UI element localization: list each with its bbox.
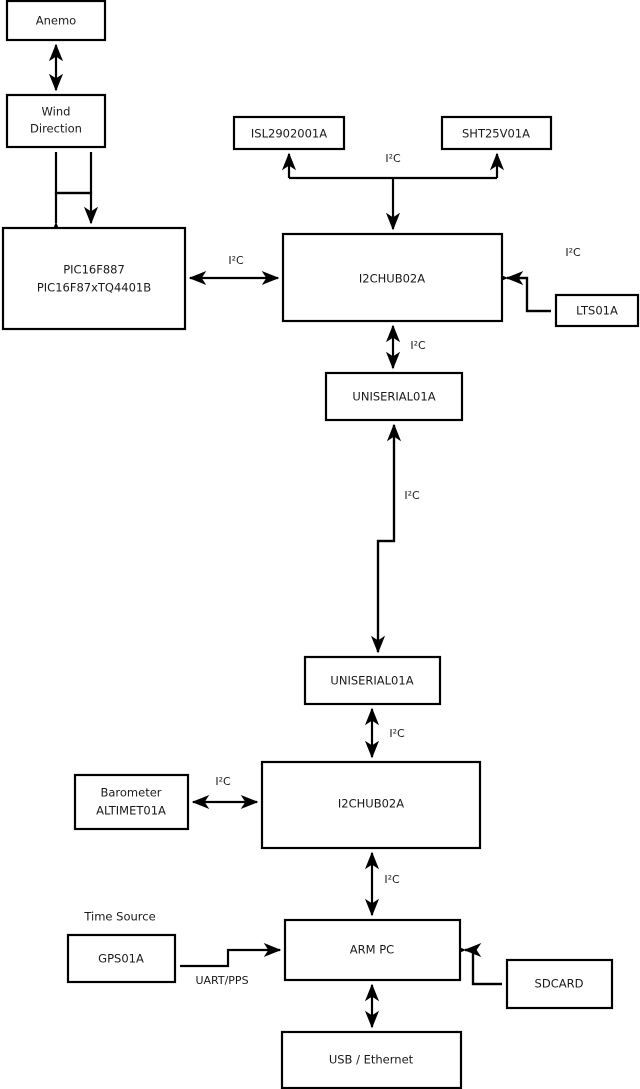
node-pic-label-2: PIC16F87xTQ4401B bbox=[37, 281, 151, 295]
node-uniserial01a-bottom-label: UNISERIAL01A bbox=[330, 674, 413, 688]
node-i2chub02a-top-box[interactable] bbox=[281, 232, 504, 323]
node-i2chub02a-bottom[interactable]: I2CHUB02A bbox=[260, 760, 482, 850]
edge-label-gps-armpc: UART/PPS bbox=[195, 974, 248, 987]
edge-hubtop-lts-out bbox=[490, 270, 551, 313]
node-anemo[interactable]: Anemo bbox=[5, 0, 107, 42]
node-barometer-box[interactable] bbox=[73, 773, 190, 831]
node-pic[interactable]: PIC16F887 PIC16F87xTQ4401B bbox=[1, 226, 187, 331]
edge-wind-pic-b bbox=[54, 152, 99, 225]
node-i2chub02a-bottom-box[interactable] bbox=[260, 760, 482, 850]
edge-armpc-sdcard-out bbox=[448, 942, 502, 986]
edge-label-unitop-unibot: I²C bbox=[404, 489, 420, 502]
node-wind-direction-label-1: Wind bbox=[42, 105, 71, 119]
node-lts01a-box[interactable] bbox=[554, 293, 640, 328]
node-sdcard[interactable]: SDCARD bbox=[505, 958, 614, 1010]
node-isl2902001a-label: ISL2902001A bbox=[251, 127, 327, 141]
node-lts01a-label: LTS01A bbox=[576, 304, 618, 318]
node-i2chub02a-top-label: I2CHUB02A bbox=[359, 272, 425, 286]
node-gps01a-label: GPS01A bbox=[98, 952, 144, 966]
node-arm-pc[interactable]: ARM PC bbox=[283, 918, 462, 982]
node-usb-ethernet[interactable]: USB / Ethernet bbox=[280, 1030, 463, 1089]
node-i2chub02a-bottom-label: I2CHUB02A bbox=[338, 797, 404, 811]
node-sht25v01a-label: SHT25V01A bbox=[462, 127, 530, 141]
node-anemo-label: Anemo bbox=[36, 14, 76, 28]
node-isl2902001a-box[interactable] bbox=[232, 115, 346, 151]
node-uniserial01a-bottom[interactable]: UNISERIAL01A bbox=[303, 655, 442, 706]
edge-unitop-unibot-down bbox=[370, 425, 396, 654]
node-pic-label-1: PIC16F887 bbox=[63, 263, 125, 277]
node-barometer[interactable]: Barometer ALTIMET01A bbox=[73, 773, 190, 831]
node-uniserial01a-top-box[interactable] bbox=[324, 371, 464, 422]
edge-label-baro-hubbot: I²C bbox=[215, 775, 231, 788]
node-arm-pc-box[interactable] bbox=[283, 918, 462, 982]
node-uniserial01a-top-label: UNISERIAL01A bbox=[352, 390, 435, 404]
node-sht25v01a[interactable]: SHT25V01A bbox=[440, 115, 553, 151]
annotation-time-source: Time Source bbox=[83, 910, 155, 924]
edge-label-hubtop-bus: I²C bbox=[385, 152, 401, 165]
node-sdcard-label: SDCARD bbox=[535, 977, 584, 991]
node-sdcard-box[interactable] bbox=[505, 958, 614, 1010]
edge-labels-layer: I²C I²C I²C I²C I²C I²C I²C I²C UART/PPS bbox=[195, 152, 581, 987]
node-wind-direction-box[interactable] bbox=[5, 93, 107, 149]
node-i2chub02a-top[interactable]: I2CHUB02A bbox=[281, 232, 504, 323]
annotations-layer: Time Source bbox=[83, 910, 155, 924]
node-wind-direction[interactable]: Wind Direction bbox=[5, 93, 107, 149]
node-usb-ethernet-box[interactable] bbox=[280, 1030, 463, 1089]
node-lts01a[interactable]: LTS01A bbox=[554, 293, 640, 328]
edge-armpc-sdcard-in bbox=[463, 942, 502, 986]
node-isl2902001a[interactable]: ISL2902001A bbox=[232, 115, 346, 151]
node-wind-direction-label-2: Direction bbox=[30, 122, 82, 136]
node-uniserial01a-bottom-box[interactable] bbox=[303, 655, 442, 706]
edge-label-hubbot-armpc: I²C bbox=[384, 873, 400, 886]
edge-label-unibot-hubbot: I²C bbox=[389, 727, 405, 740]
node-arm-pc-label: ARM PC bbox=[350, 943, 394, 957]
edge-unitop-unibot-up bbox=[376, 423, 402, 652]
node-barometer-label-2: ALTIMET01A bbox=[96, 804, 166, 818]
node-barometer-label-1: Barometer bbox=[100, 786, 161, 800]
edges-layer bbox=[48, 43, 551, 1029]
node-anemo-box[interactable] bbox=[5, 0, 107, 42]
edge-label-hubtop-unitop: I²C bbox=[410, 339, 426, 352]
edge-gps-armpc bbox=[180, 942, 282, 968]
node-gps01a[interactable]: GPS01A bbox=[66, 933, 177, 984]
node-pic-box[interactable] bbox=[1, 226, 187, 331]
edge-label-hubtop-lts: I²C bbox=[565, 246, 581, 259]
node-gps01a-box[interactable] bbox=[66, 933, 177, 984]
node-usb-ethernet-label: USB / Ethernet bbox=[329, 1053, 414, 1067]
node-sht25v01a-box[interactable] bbox=[440, 115, 553, 151]
edge-label-pic-hubtop: I²C bbox=[228, 254, 244, 267]
edge-hubtop-lts-in bbox=[505, 270, 551, 313]
edge-wind-pic bbox=[48, 152, 93, 240]
node-uniserial01a-top[interactable]: UNISERIAL01A bbox=[324, 371, 464, 422]
